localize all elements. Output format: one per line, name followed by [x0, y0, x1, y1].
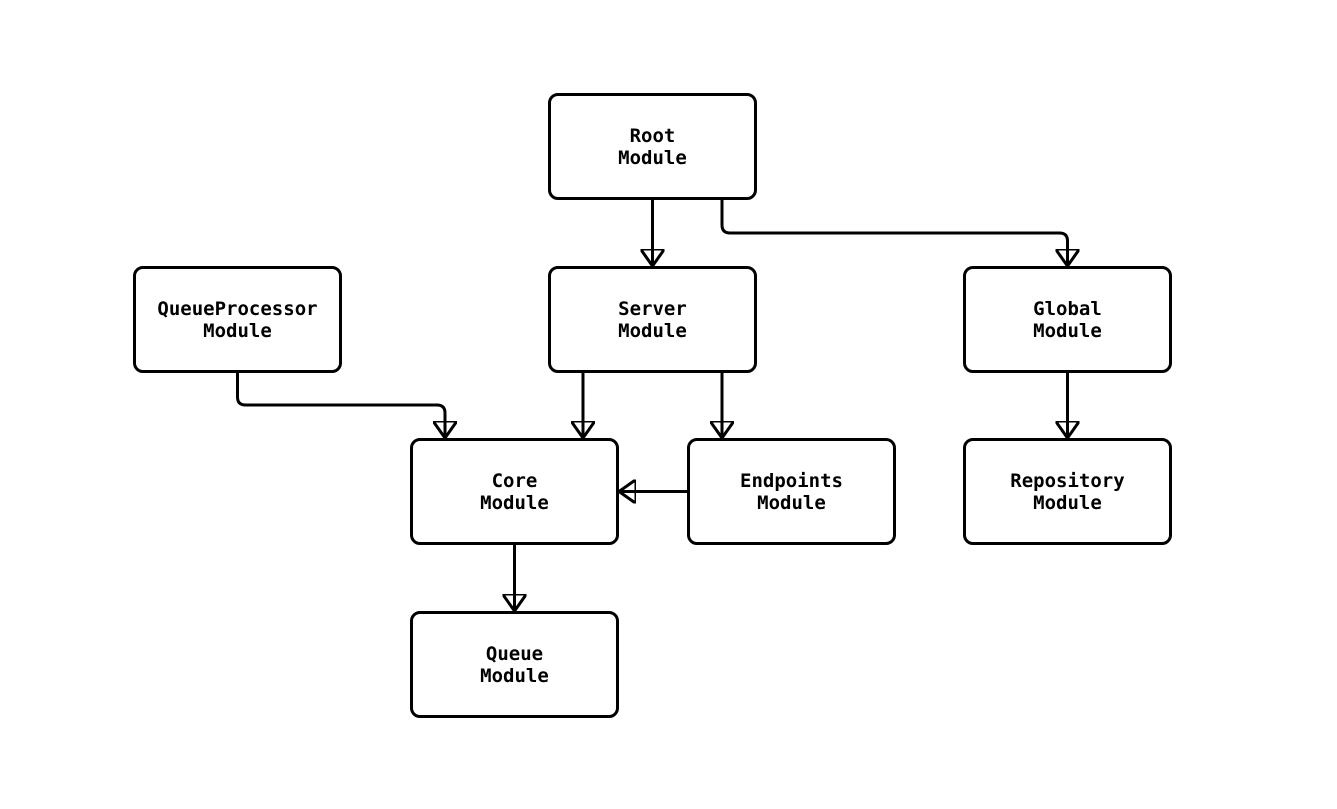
node-server-module-label: Server Module: [618, 297, 687, 342]
node-endpoints-module: Endpoints Module: [687, 438, 896, 545]
node-queue-module-label: Queue Module: [480, 642, 549, 687]
node-queueprocessor-module-label: QueueProcessor Module: [157, 297, 318, 342]
node-core-module-label: Core Module: [480, 469, 549, 514]
node-repository-module: Repository Module: [963, 438, 1172, 545]
node-queueprocessor-module: QueueProcessor Module: [133, 266, 342, 373]
edge-root-to-global: [720, 198, 1068, 266]
node-global-module: Global Module: [963, 266, 1172, 373]
node-repository-module-label: Repository Module: [1010, 469, 1125, 514]
node-root-module: Root Module: [548, 93, 757, 200]
node-global-module-label: Global Module: [1033, 297, 1102, 342]
node-server-module: Server Module: [548, 266, 757, 373]
node-queue-module: Queue Module: [410, 611, 619, 718]
node-core-module: Core Module: [410, 438, 619, 545]
node-root-module-label: Root Module: [618, 124, 687, 169]
node-endpoints-module-label: Endpoints Module: [740, 469, 843, 514]
edge-queueprocessor-to-core: [236, 373, 446, 438]
